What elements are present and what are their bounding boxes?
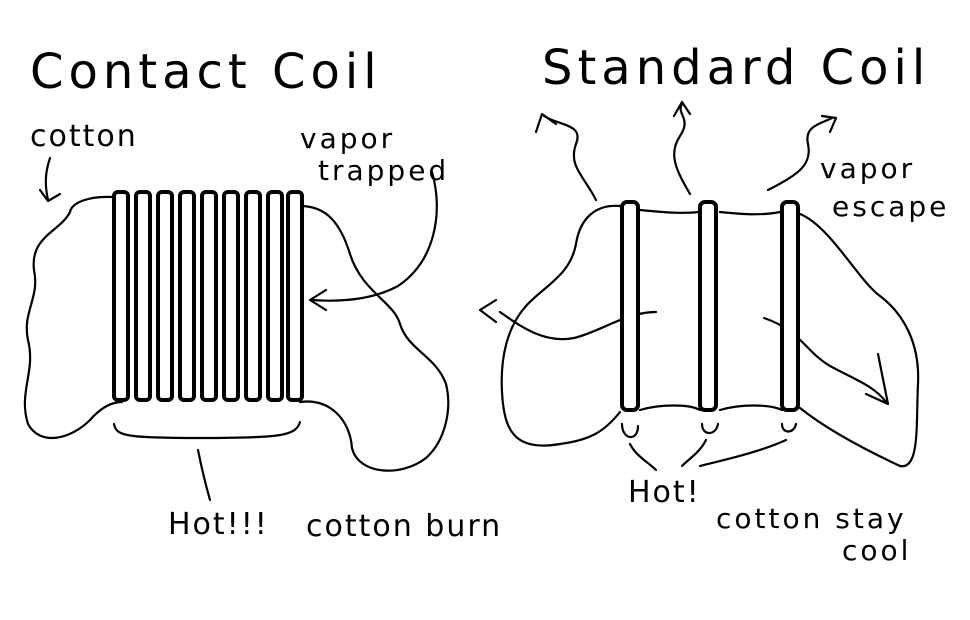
contact-hot-bracket — [112, 420, 302, 440]
standard-coil-wrap — [780, 200, 800, 412]
cotton-stay-cool-label-line2: cool — [842, 534, 911, 567]
standard-coil-panel: Standard Coil vapor escape Hot! cotton s… — [478, 40, 949, 567]
standard-hot-pointer — [628, 442, 658, 472]
standard-hot-bracket — [780, 422, 798, 433]
contact-coil-wrap — [156, 190, 174, 402]
contact-coil-panel: Contact Coil cotton vapor trapped Hot!!!… — [23, 44, 502, 544]
contact-coil-wrap — [134, 190, 152, 402]
standard-coil-wrap — [698, 200, 718, 412]
standard-coil-wrap — [620, 200, 640, 412]
vapor-trapped-label-line1: vapor — [300, 122, 395, 155]
standard-hot-bracket — [620, 422, 640, 439]
vapor-escape-label-line1: vapor — [820, 152, 915, 185]
contact-coil-wrap — [222, 190, 240, 402]
standard-hot-pointer — [680, 438, 708, 468]
contact-coil-wraps — [112, 190, 304, 402]
standard-coil-title: Standard Coil — [542, 40, 930, 96]
vapor-escape-arrow — [534, 112, 598, 202]
vapor-escape-label-line2: escape — [832, 190, 949, 223]
vapor-escape-arrow — [766, 114, 838, 192]
contact-coil-wrap — [112, 190, 130, 402]
contact-hot-label: Hot!!! — [168, 507, 269, 542]
standard-cotton-outline — [500, 204, 920, 468]
contact-coil-wrap — [200, 190, 218, 402]
vapor-trapped-arrow — [308, 170, 438, 312]
cotton-pointer-arrow — [38, 156, 62, 203]
vapor-escape-arrow — [672, 100, 692, 196]
standard-hot-bracket — [700, 422, 720, 435]
contact-coil-wrap — [266, 190, 284, 402]
cotton-label: cotton — [30, 119, 138, 154]
contact-cotton-outline — [23, 195, 450, 472]
cotton-burn-label: cotton burn — [306, 509, 502, 544]
standard-coil-wraps — [620, 200, 800, 412]
contact-coil-title: Contact Coil — [30, 44, 382, 100]
contact-coil-wrap — [178, 190, 196, 402]
cotton-stay-cool-label-line1: cotton stay — [716, 502, 907, 535]
contact-coil-wrap — [286, 190, 304, 402]
contact-hot-pointer — [196, 448, 212, 502]
standard-hot-label: Hot! — [628, 475, 701, 510]
standard-hot-pointer — [698, 438, 788, 468]
contact-coil-wrap — [244, 190, 262, 402]
vapor-trapped-label-line2: trapped — [318, 154, 449, 187]
